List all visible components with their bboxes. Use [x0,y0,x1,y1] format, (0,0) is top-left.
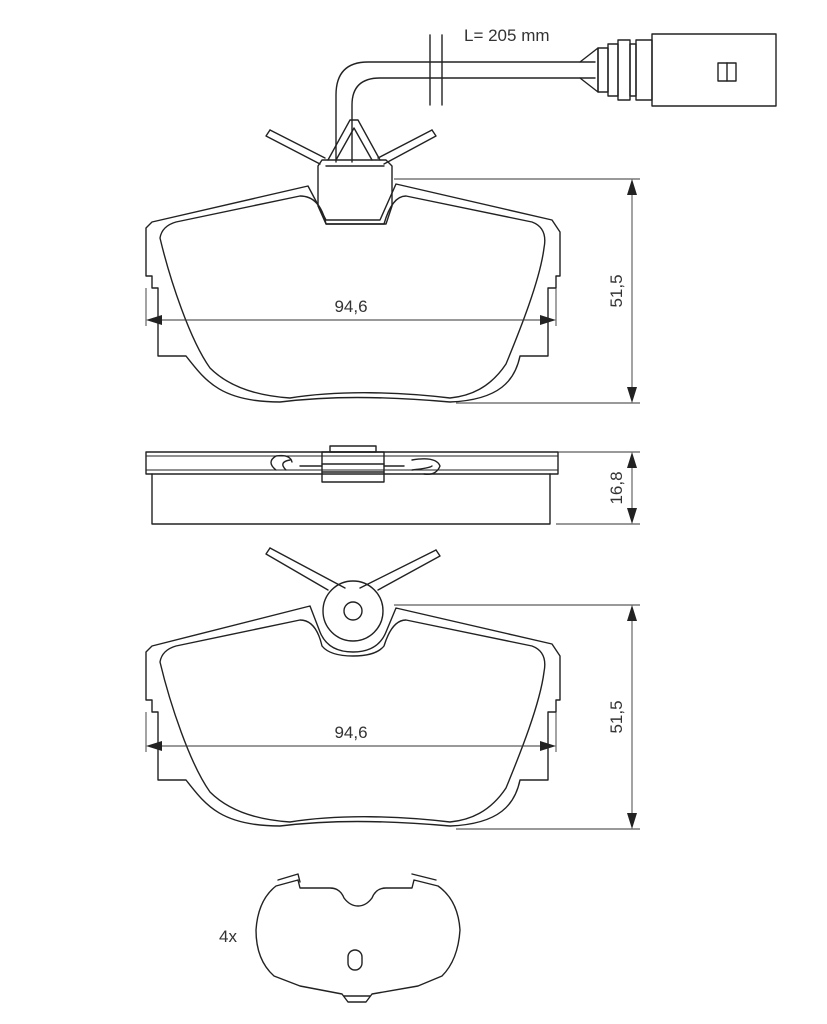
side-view-thickness-label: 16,8 [607,471,626,504]
retaining-clip: 4x [219,873,461,1003]
wear-sensor: L= 205 mm [335,26,777,163]
pad-1-width-label: 94,6 [334,297,367,316]
pad-2-width-label: 94,6 [334,723,367,742]
wire-length-label: L= 205 mm [464,26,550,45]
pad-2-height-label: 51,5 [607,700,626,733]
brake-pad-with-sensor: 51,5 94,6 [145,119,640,404]
clip-quantity-label: 4x [219,927,237,946]
brake-pad-side-view: 16,8 [145,445,640,525]
brake-pad-without-sensor: 51,5 94,6 [145,547,640,830]
pad-1-height-label: 51,5 [607,274,626,307]
